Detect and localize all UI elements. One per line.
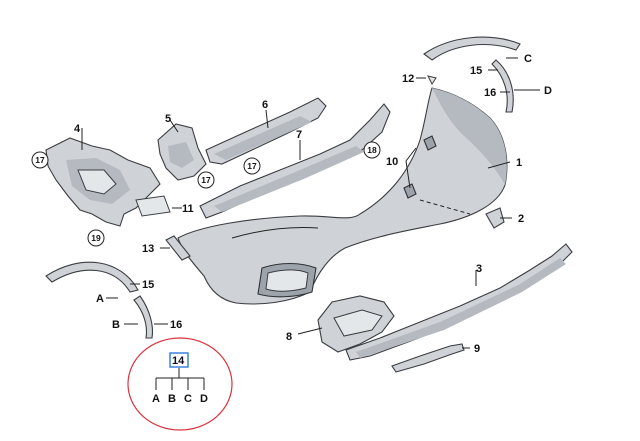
legend-number: 14: [172, 355, 185, 367]
circle-ref-18[interactable]: 18: [363, 141, 381, 159]
circle-ref-18-text: 18: [367, 145, 377, 155]
callout-A-lower: A: [96, 293, 104, 305]
callout-15-upper: 15: [470, 65, 482, 77]
circle-ref-17-right[interactable]: 17: [243, 157, 261, 175]
callout-D-upper: D: [544, 85, 552, 97]
legend-number-box: [169, 352, 189, 368]
callout-B-lower: B: [112, 319, 120, 331]
callout-6: 6: [262, 99, 268, 111]
callout-10: 10: [386, 156, 398, 168]
callout-15-lower: 15: [142, 279, 154, 291]
callout-12: 12: [402, 73, 414, 85]
callout-4: 4: [74, 123, 81, 135]
callout-16-upper: 16: [484, 87, 496, 99]
callout-8: 8: [286, 331, 292, 343]
part-12-clip[interactable]: [427, 75, 437, 85]
callout-C-upper: C: [524, 53, 532, 65]
callout-2: 2: [518, 213, 524, 225]
legend-14-breakdown[interactable]: 14 A B C D: [127, 337, 233, 431]
part-5-mount-bracket[interactable]: [157, 123, 207, 181]
callout-7: 7: [296, 129, 302, 141]
part-15-16-upper-arches[interactable]: [423, 36, 521, 113]
circle-ref-17-left-text: 17: [35, 155, 45, 165]
callout-1: 1: [516, 157, 522, 169]
part-10-clips[interactable]: [403, 135, 437, 199]
circle-ref-19-text: 19: [91, 233, 101, 243]
legend-item-C: C: [184, 393, 192, 405]
callout-13: 13: [142, 243, 154, 255]
part-9-trim-strip[interactable]: [391, 343, 465, 373]
part-6-upper-carrier[interactable]: [205, 97, 327, 165]
callout-16-lower: 16: [170, 319, 182, 331]
callout-5: 5: [165, 113, 171, 125]
highlight-oval: [127, 337, 233, 431]
part-3-diffuser[interactable]: [345, 243, 573, 361]
part-11-reflector-frame[interactable]: [135, 195, 182, 217]
circle-ref-17-left[interactable]: 17: [31, 151, 49, 169]
circle-ref-17-right-text: 17: [247, 161, 257, 171]
part-2-side-cover[interactable]: [485, 207, 505, 229]
part-13-clip-strip[interactable]: [165, 235, 191, 261]
part-8-corner-trim[interactable]: [317, 295, 395, 353]
callout-11: 11: [182, 203, 194, 215]
legend-item-D: D: [200, 393, 208, 405]
leader-lines: [81, 57, 540, 349]
callout-9: 9: [474, 343, 480, 355]
legend-item-A: A: [152, 393, 160, 405]
legend-item-B: B: [168, 393, 176, 405]
circle-ref-17-mid-text: 17: [201, 175, 211, 185]
callout-3: 3: [476, 263, 482, 275]
circle-ref-19[interactable]: 19: [87, 229, 105, 247]
circle-ref-17-mid[interactable]: 17: [197, 171, 215, 189]
part-15-16-lower-arches[interactable]: [45, 261, 154, 339]
part-4-left-bracket[interactable]: [45, 137, 161, 227]
part-7-lower-carrier[interactable]: [199, 103, 391, 219]
